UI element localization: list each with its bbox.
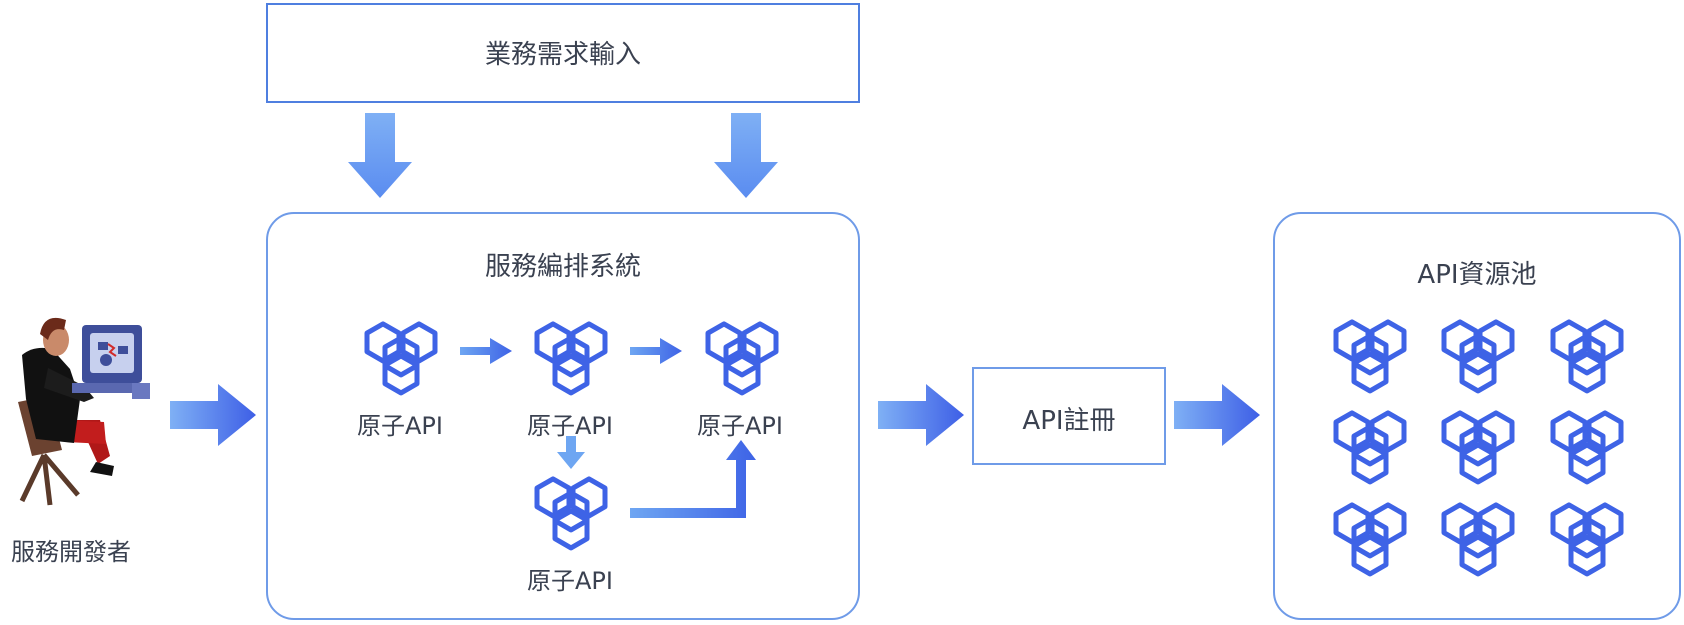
down-arrow-icon <box>714 113 778 198</box>
right-arrow-icon <box>170 384 256 446</box>
atomic-api-node-icon <box>367 324 435 393</box>
atomic-api-node-icon <box>708 324 776 393</box>
api-resource-icon <box>1444 322 1512 391</box>
api-resource-icon <box>1553 322 1621 391</box>
api-resource-icon <box>1553 505 1621 574</box>
api-registry-label: API註冊 <box>1022 406 1116 436</box>
atomic-api-label: 原子API <box>357 412 443 440</box>
api-resource-icon <box>1553 413 1621 482</box>
small-right-arrow-icon <box>630 338 682 364</box>
orchestration-system-box <box>266 212 860 620</box>
orchestration-system-title: 服務編排系統 <box>484 252 641 282</box>
atomic-api-label: 原子API <box>527 567 613 595</box>
api-resource-pool-grid <box>1336 322 1621 574</box>
atomic-api-label: 原子API <box>697 412 783 440</box>
elbow-up-arrow-icon <box>630 440 756 518</box>
business-input-box <box>266 3 860 103</box>
developer-at-computer-icon <box>18 317 150 506</box>
atomic-api-node-icon <box>537 479 605 548</box>
api-resource-icon <box>1336 322 1404 391</box>
api-resource-icon <box>1336 413 1404 482</box>
api-resource-pool-title: API資源池 <box>1417 260 1537 290</box>
right-arrow-icon <box>1174 384 1260 446</box>
business-input-label: 業務需求輸入 <box>484 40 641 70</box>
api-resource-icon <box>1444 413 1512 482</box>
down-arrow-icon <box>348 113 412 198</box>
atomic-api-label: 原子API <box>527 412 613 440</box>
atomic-api-node-icon <box>537 324 605 393</box>
small-right-arrow-icon <box>460 338 512 364</box>
right-arrow-icon <box>878 384 964 446</box>
service-developer-label: 服務開發者 <box>11 538 131 566</box>
small-down-arrow-icon <box>557 436 585 469</box>
api-registry-box <box>972 367 1166 465</box>
api-resource-icon <box>1336 505 1404 574</box>
api-resource-icon <box>1444 505 1512 574</box>
